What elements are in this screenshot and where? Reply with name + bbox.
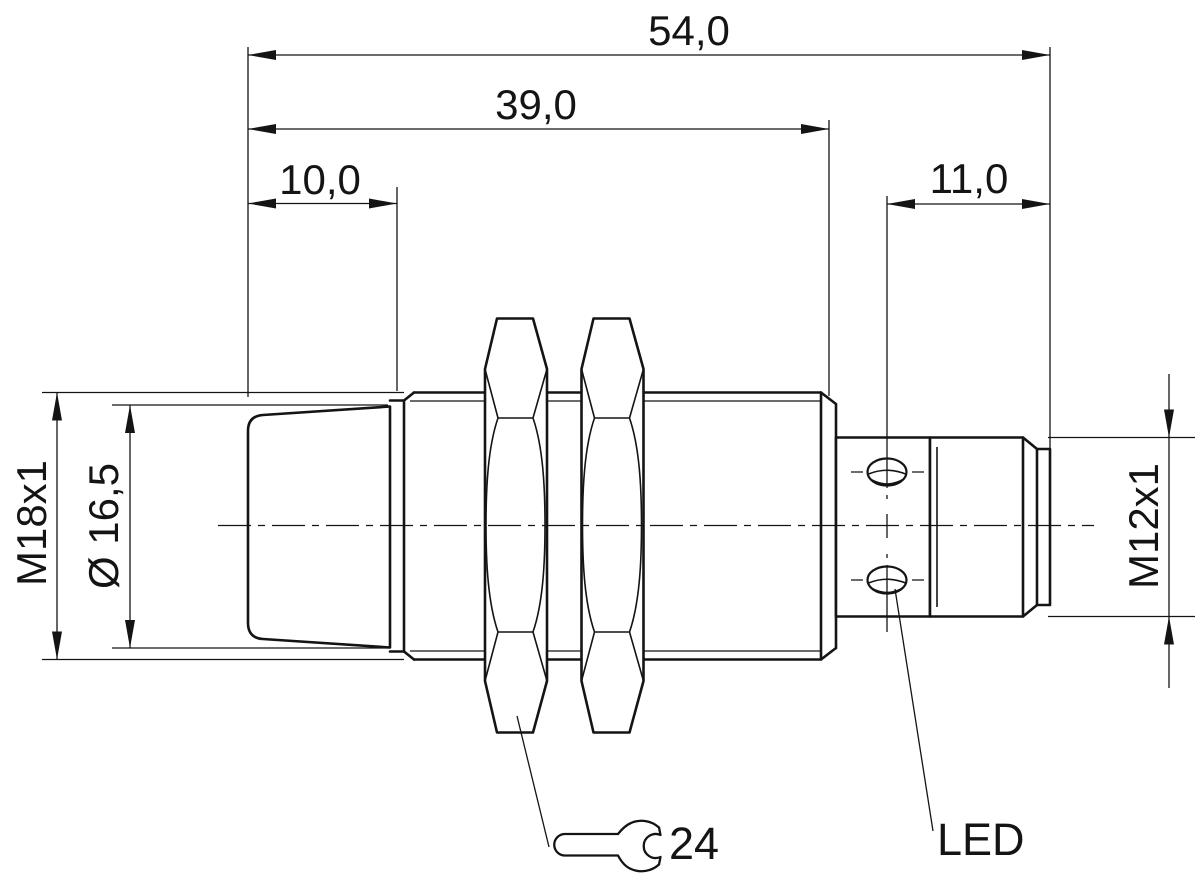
dimension-head-length: 10,0 (248, 156, 397, 209)
dimension-label-head-length: 10,0 (279, 156, 361, 203)
dimension-connector-length: 11,0 (887, 155, 1050, 209)
led-leader-line (894, 588, 934, 832)
dimension-label-barrel-length: 39,0 (495, 81, 577, 128)
dimension-body-thread: M18x1 (8, 392, 62, 660)
arrow-down-icon (125, 620, 135, 648)
connector-thread-section (928, 436, 1025, 618)
dimension-barrel-length: 39,0 (248, 81, 829, 134)
dimension-label-connector-length: 11,0 (930, 155, 1009, 202)
arrow-left-icon (248, 50, 276, 60)
arrow-right-icon (1022, 199, 1050, 209)
connector-tip (1035, 447, 1052, 607)
arrow-up-icon (125, 405, 135, 433)
dimension-label-overall-length: 54,0 (648, 7, 730, 54)
wrench-leader-line (516, 715, 550, 848)
arrow-left-icon (248, 124, 276, 134)
dimension-connector-thread: M12x1 (1120, 374, 1174, 688)
wrench-size-label: 24 (669, 818, 719, 869)
dimension-label-body-thread: M18x1 (8, 460, 55, 586)
arrow-down-icon (1164, 409, 1174, 438)
wrench-size-callout: 24 (516, 715, 719, 873)
dimension-label-connector-thread: M12x1 (1120, 463, 1167, 589)
arrow-down-icon (52, 631, 62, 660)
arrow-right-icon (369, 198, 397, 209)
arrow-up-icon (52, 392, 62, 421)
hex-nut-1-facets (484, 368, 548, 682)
sensor-head-outline (246, 405, 392, 649)
led-callout: LED (894, 588, 1025, 865)
centerlines (218, 196, 1094, 632)
open-end-wrench-icon (553, 819, 662, 873)
dimension-head-diameter: Ø 16,5 (80, 405, 135, 648)
connector-chamfer (1021, 436, 1039, 618)
arrow-left-icon (887, 199, 915, 209)
led-label: LED (937, 814, 1025, 865)
arrow-up-icon (1164, 616, 1174, 645)
arrow-left-icon (248, 198, 276, 209)
dimension-overall-length: 54,0 (248, 7, 1050, 60)
extension-lines (42, 47, 1195, 661)
dimensions: 54,0 39,0 10,0 11,0 M18x1 (8, 7, 1195, 873)
arrow-right-icon (1022, 50, 1050, 60)
dimension-label-head-diameter: Ø 16,5 (80, 463, 127, 589)
arrow-right-icon (801, 124, 829, 134)
